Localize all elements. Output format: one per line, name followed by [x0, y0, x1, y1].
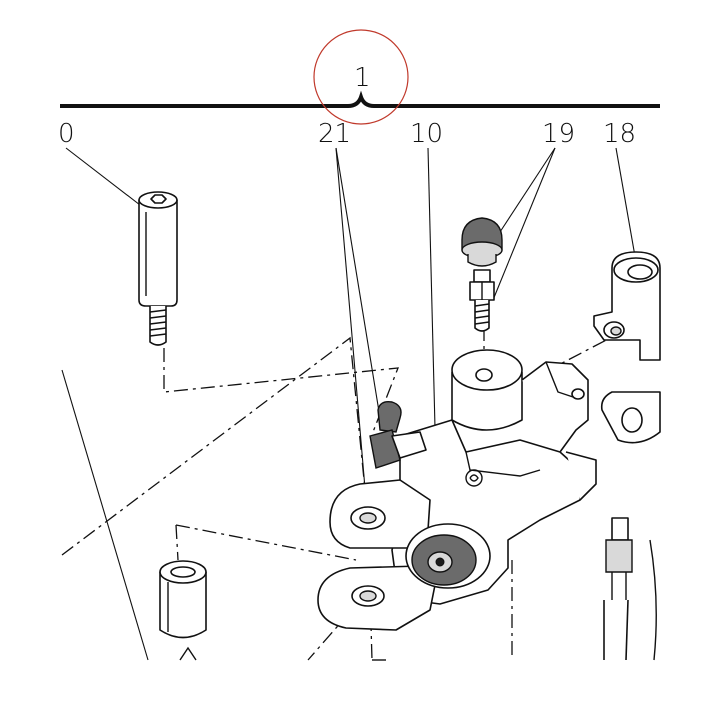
bleed-cap-part-19[interactable]: [461, 217, 503, 267]
callout-19[interactable]: 19: [542, 119, 575, 149]
fitting-part-21[interactable]: [369, 400, 427, 469]
callout-21[interactable]: 21: [318, 119, 351, 149]
callout-10[interactable]: 10: [410, 119, 443, 149]
assembly-bracket: 1: [60, 29, 660, 125]
callout-18[interactable]: 18: [603, 119, 636, 149]
piston-part-10[interactable]: [405, 523, 491, 589]
brake-light-switch[interactable]: [603, 517, 657, 661]
callout-0[interactable]: 0: [58, 119, 75, 149]
clamp-bracket-part-18[interactable]: [593, 251, 661, 444]
highlight-circle: [313, 29, 409, 125]
partial-lower-part: [179, 646, 386, 661]
mounting-flange-lower[interactable]: [317, 565, 437, 631]
bolt-part-0[interactable]: [138, 191, 178, 346]
mounting-flange-upper[interactable]: [329, 479, 431, 549]
callout-1[interactable]: 1: [354, 63, 371, 93]
bleed-screw-part-19[interactable]: [469, 269, 495, 332]
spacer-sleeve[interactable]: [159, 560, 207, 639]
